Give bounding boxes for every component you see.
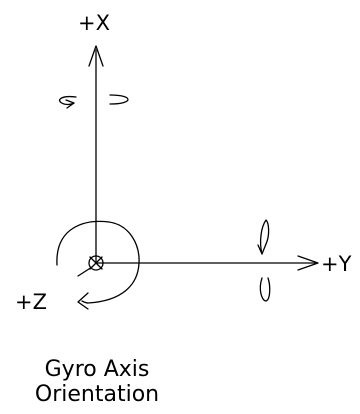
x-axis-arrowhead <box>88 45 104 67</box>
origin-circle-cross-icon <box>88 255 104 271</box>
y-axis-label: +Y <box>321 252 352 276</box>
x-axis <box>88 45 104 264</box>
y-rotation-arrow-icon <box>257 219 271 302</box>
caption-line-1: Gyro Axis <box>45 357 150 382</box>
y-axis-arrowhead <box>297 255 319 271</box>
z-axis-label: +Z <box>15 290 47 314</box>
x-rotation-arrow-icon <box>58 94 129 109</box>
caption-line-2: Orientation <box>35 382 159 407</box>
z-axis-line <box>77 266 93 277</box>
z-rotation-arrow-icon <box>56 220 140 310</box>
x-axis-label: +X <box>78 11 110 35</box>
y-axis <box>95 255 319 271</box>
